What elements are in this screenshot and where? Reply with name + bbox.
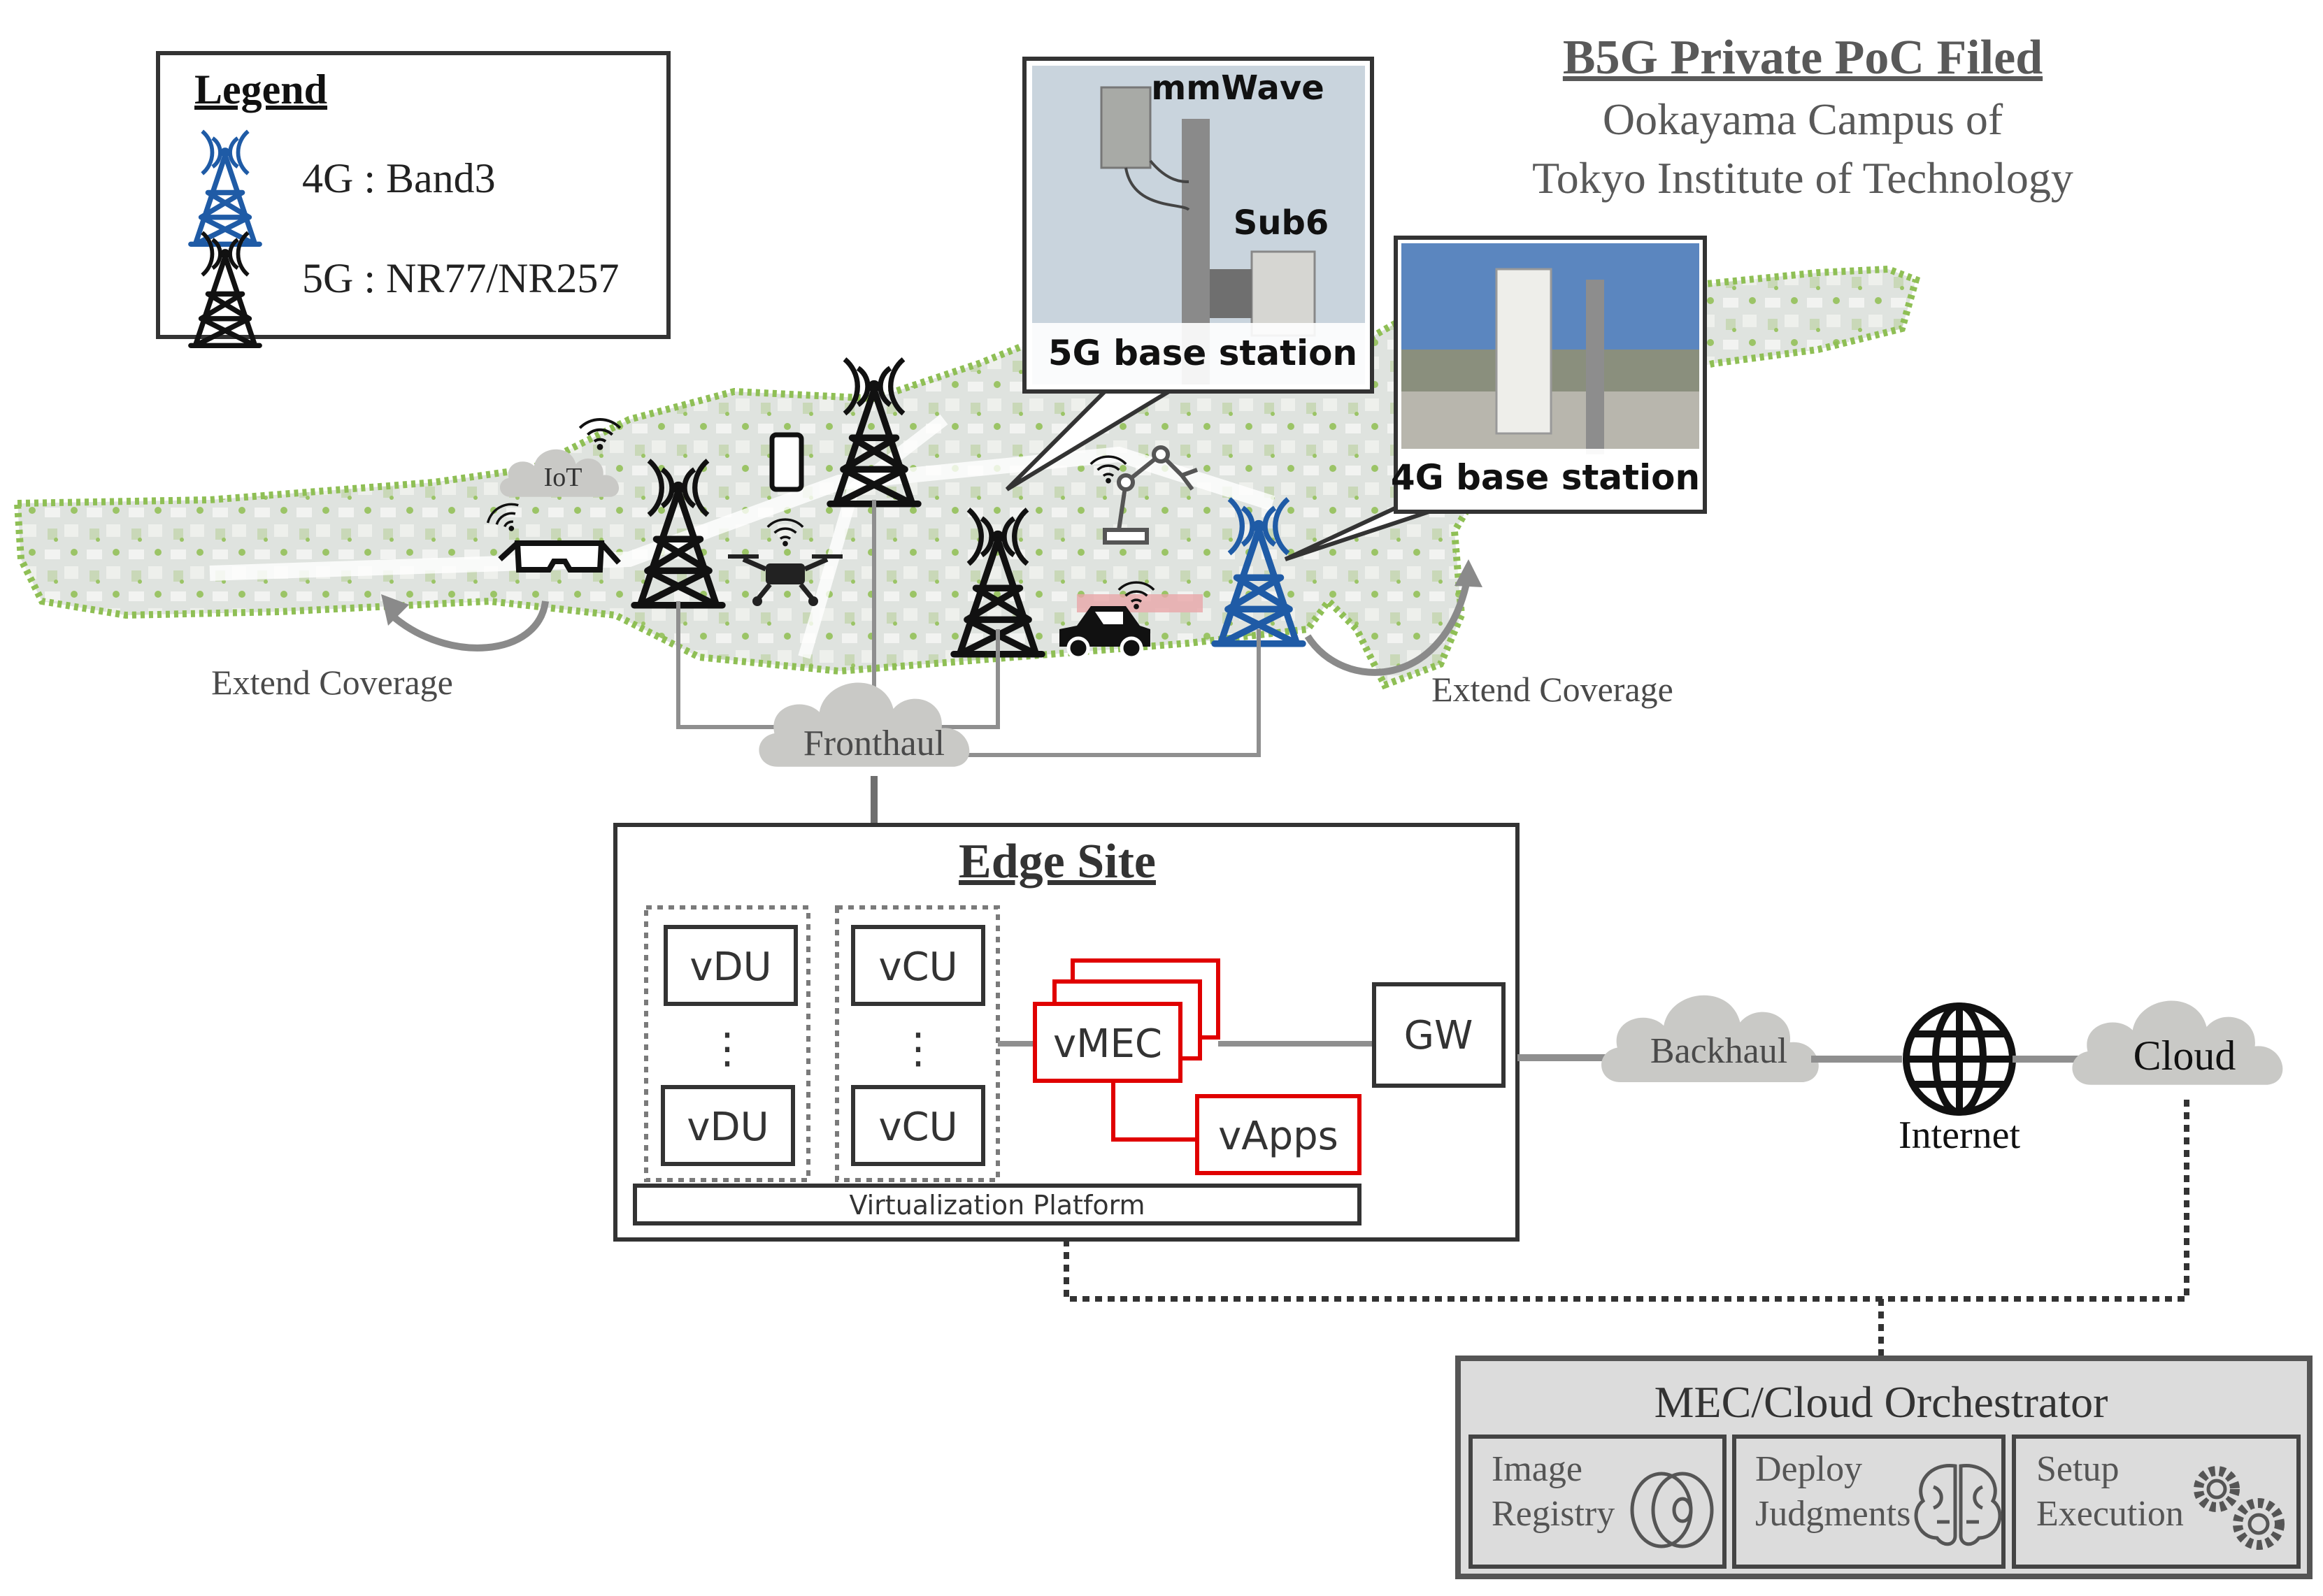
photo-caption-5g: 5G base station	[1048, 333, 1357, 373]
callout-pointer	[1284, 501, 1455, 561]
arrow-head	[1454, 559, 1482, 587]
subtitle-line-2: Tokyo Institute of Technology	[1532, 153, 2073, 203]
sub6-unit	[1250, 250, 1316, 337]
sub6-label: Sub6	[1234, 203, 1329, 243]
vcu-ellipsis: ⋮	[897, 1024, 939, 1073]
fronthaul-label: Fronthaul	[803, 724, 945, 763]
photo-5g-base-station: mmWave Sub6 5G base station	[1005, 57, 1374, 491]
mmwave-unit	[1100, 86, 1152, 169]
caption-band	[1032, 323, 1365, 384]
drone-icon	[728, 554, 843, 606]
gw-label: GW	[1404, 1013, 1473, 1058]
mmwave-label: mmWave	[1151, 69, 1324, 108]
legend-title: Legend	[194, 66, 327, 113]
vcu-box-bottom	[851, 1085, 985, 1166]
module-deploy-judgments-line2: Judgments	[1755, 1494, 1910, 1534]
vcu-label-top: vCU	[878, 944, 957, 990]
legend-box	[156, 51, 671, 339]
virtualization-platform-label: Virtualization Platform	[849, 1190, 1145, 1221]
edge-site: Edge Site vDU ⋮ vDU vCU ⋮ vCU vMEC vApps…	[613, 823, 1520, 1242]
vdu-label-top: vDU	[689, 944, 771, 990]
module-setup-execution-line2: Execution	[2036, 1494, 2184, 1534]
vmec-label: vMEC	[1053, 1021, 1162, 1067]
cables	[1124, 159, 1190, 211]
module-deploy-judgments-line1: Deploy	[1755, 1449, 1862, 1489]
gw-box	[1372, 982, 1506, 1088]
orchestrator-links	[1064, 1098, 2189, 1356]
caption-band	[1401, 449, 1699, 506]
antenna-pole	[1586, 280, 1604, 454]
map-icons: IoT	[211, 359, 1673, 709]
vapps-label: vApps	[1218, 1114, 1338, 1159]
internet-label: Internet	[1899, 1114, 2021, 1157]
vdu-box-top	[664, 925, 798, 1006]
backhaul-label: Backhaul	[1650, 1031, 1787, 1071]
arrow-head	[381, 594, 409, 626]
edge-site-title: Edge Site	[959, 835, 1156, 889]
extend-coverage-arrow-right	[1304, 573, 1472, 676]
iot-label: IoT	[544, 463, 582, 492]
virtualization-platform-bar	[633, 1184, 1361, 1225]
smartphone-icon	[769, 432, 804, 492]
extend-coverage-label-left: Extend Coverage	[211, 663, 453, 702]
vapps-box	[1195, 1094, 1361, 1175]
campus-road	[209, 446, 1275, 581]
legend: Legend 4G : Band3 5G : NR77/NR257	[156, 51, 671, 345]
module-setup-execution-line1: Setup	[2036, 1449, 2119, 1489]
subtitle-line-1: Ookayama Campus of	[1603, 94, 2003, 144]
ar-glasses-icon	[498, 540, 621, 573]
disk-icon	[1630, 1472, 1714, 1548]
backhaul-chain: Backhaul Internet Cloud	[1517, 995, 2283, 1157]
vcu-label-bottom: vCU	[878, 1105, 957, 1150]
vdu-group	[644, 905, 810, 1182]
internet-globe-icon	[1903, 1002, 2016, 1116]
car-icon	[1059, 606, 1150, 660]
antenna-panel	[1495, 268, 1552, 435]
cloud-label: Cloud	[2133, 1033, 2236, 1079]
photo-caption-4g: 4G base station	[1391, 457, 1700, 498]
vcu-box-top	[851, 925, 985, 1006]
photo-4g-base-station: 4G base station	[1284, 236, 1707, 561]
module-image-registry-line2: Registry	[1492, 1494, 1615, 1534]
vmec-box	[1033, 1002, 1182, 1083]
legend-item-4g: 4G : Band3	[302, 155, 496, 201]
vcu-group	[835, 905, 1000, 1182]
vdu-label-bottom: vDU	[687, 1105, 769, 1150]
gears-icon	[2194, 1466, 2285, 1550]
page-title: B5G Private PoC Filed	[1563, 31, 2043, 85]
callout-pointer	[1005, 386, 1176, 491]
module-deploy-judgments	[1732, 1435, 2006, 1569]
extend-coverage-label-right: Extend Coverage	[1431, 670, 1673, 709]
campus-road	[798, 414, 948, 659]
radio-unit	[1210, 269, 1252, 318]
vdu-box-bottom	[661, 1085, 795, 1166]
robot-arm-icon	[1103, 445, 1199, 545]
brain-icon	[1914, 1463, 2002, 1546]
orchestrator-title: MEC/Cloud Orchestrator	[1654, 1377, 2108, 1427]
title-block: B5G Private PoC Filed Ookayama Campus of…	[1532, 31, 2073, 203]
extend-coverage-arrow-left	[389, 601, 549, 652]
orchestrator: MEC/Cloud Orchestrator Image Registry De…	[1455, 1356, 2313, 1579]
legend-item-5g: 5G : NR77/NR257	[302, 255, 619, 301]
module-image-registry-line1: Image	[1492, 1449, 1582, 1489]
vdu-ellipsis: ⋮	[706, 1024, 748, 1073]
vmec-to-vapps-link	[1111, 1081, 1197, 1142]
